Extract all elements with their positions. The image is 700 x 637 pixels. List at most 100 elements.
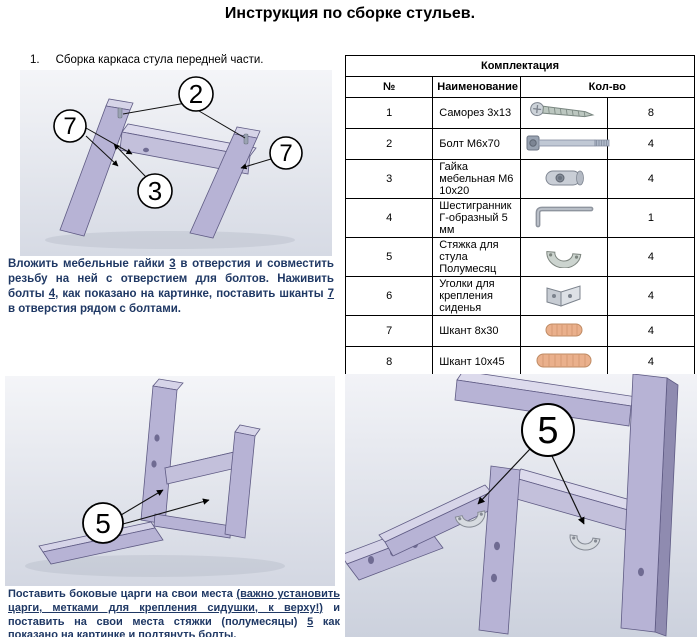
col-header-qty: Кол-во: [519, 76, 695, 98]
text-segment: как показано на картинке и подтянуть бол…: [8, 615, 341, 637]
ref-number-bolt: 4: [48, 287, 56, 300]
part-image-cell: [519, 315, 608, 347]
front-leg: [224, 424, 261, 539]
callout-dowel-left-number: 7: [63, 113, 76, 140]
text-segment: в отверстия и совместить резьбу на ней с…: [8, 258, 334, 300]
bolt-icon: [526, 135, 609, 150]
leader-lines: [477, 448, 585, 525]
part-number: 6: [344, 276, 434, 316]
part-number: 4: [344, 198, 434, 238]
part-image-cell: [519, 159, 608, 199]
part-number: 5: [344, 237, 434, 277]
callout-tie-right-number: 5: [537, 410, 558, 452]
table-row: 4 Шестигранник Г-образный 5 мм 1: [344, 198, 696, 238]
part-qty: 4: [606, 276, 696, 316]
part-qty: 4: [606, 237, 696, 277]
floor-shadow: [45, 231, 295, 249]
table-row: 2 Болт М6х70 4: [344, 128, 696, 160]
part-name: Шкант 10х45: [432, 346, 521, 378]
callout-dowel-right: 7: [269, 136, 303, 170]
dowel-icon: [545, 323, 583, 336]
important-note: (важно установить царги, метками для кре…: [8, 588, 340, 614]
half-moon-tie-left: [454, 510, 486, 528]
callout-tie-left-number: 5: [95, 508, 111, 539]
bottom-stretcher: [153, 513, 232, 539]
text-segment: в отверстия рядом с болтами.: [8, 302, 181, 315]
table-row: 5 Стяжка для стула Полумесяц 4: [344, 237, 696, 277]
callout-bolt: 2: [178, 76, 214, 112]
callout-nut: 3: [137, 173, 173, 209]
center-leg: [478, 465, 521, 635]
text-segment: , как показано на картинке, поставить шк…: [55, 287, 328, 300]
table-header-row: № Наименование Кол-во: [344, 76, 695, 98]
text-segment: и поставить на свои места стяжки (полуме…: [8, 601, 340, 628]
text-segment: Поставить боковые царги на свои места: [8, 588, 237, 600]
dowel-icon: [536, 353, 592, 367]
half-moon-bracket-icon: [546, 250, 581, 268]
left-leg: [59, 98, 134, 237]
step1-heading-text: Сборка каркаса стула передней части.: [55, 54, 264, 66]
callout-dowel-right-number: 7: [279, 140, 292, 167]
bolt-pins: [117, 107, 249, 145]
part-qty: 4: [606, 128, 696, 160]
part-image-cell: [519, 97, 608, 129]
part-qty: 1: [606, 198, 696, 238]
table-row: 7 Шкант 8х30 4: [344, 315, 696, 347]
table-row: 6 Уголки для крепления сиденья 4: [344, 276, 696, 316]
table-row: 8 Шкант 10х45 4: [344, 346, 696, 378]
part-qty: 4: [606, 346, 696, 378]
parts-table-title: Комплектация: [345, 55, 695, 77]
ref-number-tie: 5: [307, 615, 314, 628]
parts-table: Комплектация № Наименование Кол-во 1 Сам…: [344, 55, 696, 378]
callout-tie-left: 5: [82, 502, 124, 544]
page-title: Инструкция по сборке стульев.: [224, 5, 476, 22]
screw-icon: [529, 101, 595, 117]
step1-list-number: 1.: [30, 54, 40, 66]
text-segment: Вложить мебельные гайки: [8, 258, 170, 270]
part-name: Стяжка для стула Полумесяц: [432, 237, 521, 277]
part-image-cell: [519, 128, 609, 160]
col-header-name: Наименование: [432, 76, 521, 98]
floor-shadow: [25, 555, 285, 577]
right-leg: [189, 126, 261, 239]
part-qty: 4: [606, 159, 696, 199]
right-post: [620, 374, 679, 637]
callout-dowel-left: 7: [53, 109, 87, 143]
part-qty: 8: [606, 97, 696, 129]
step1-instructions: Вложить мебельные гайки 3 в отверстия и …: [8, 257, 334, 317]
half-moon-tie-right: [569, 534, 601, 551]
callout-nut-number: 3: [148, 176, 162, 206]
table-title-row: Комплектация: [345, 55, 695, 77]
side-frame-diagram: 5: [5, 376, 335, 586]
part-name: Шестигранник Г-образный 5 мм: [432, 198, 521, 238]
part-name: Саморез 3х13: [432, 97, 521, 129]
part-number: 2: [344, 128, 434, 160]
part-image-cell: [519, 276, 608, 316]
part-number: 1: [344, 97, 434, 129]
callout-tie-right: 5: [521, 403, 575, 457]
part-image-cell: [519, 198, 608, 238]
leader-lines: [120, 489, 210, 525]
part-name: Болт М6х70: [432, 128, 521, 160]
lower-side-rail: [378, 484, 500, 557]
hex-key-icon: [535, 206, 594, 227]
part-number: 8: [344, 346, 434, 378]
front-frame-diagram: 2 7 3 7: [20, 70, 332, 256]
part-image-cell: [519, 237, 608, 277]
callout-bolt-number: 2: [189, 79, 203, 109]
corner-bracket-icon: [546, 284, 581, 307]
ref-number-dowel: 7: [327, 287, 335, 300]
part-image-cell: [519, 346, 608, 378]
table-row: 3 Гайка мебельная М6 10х20 4: [344, 159, 696, 199]
barrel-nut-icon: [545, 170, 584, 185]
part-name: Шкант 8х30: [432, 315, 521, 347]
back-post: [140, 378, 184, 525]
part-name: Уголки для крепления сиденья: [432, 276, 521, 316]
step1-heading: 1. Сборка каркаса стула передней части.: [30, 54, 263, 66]
table-row: 1 Саморез 3х13 8: [344, 97, 696, 129]
leader-lines: [85, 102, 272, 179]
step2-instructions: Поставить боковые царги на свои места (в…: [8, 588, 340, 637]
part-qty: 4: [606, 315, 696, 347]
part-number: 7: [344, 315, 434, 347]
